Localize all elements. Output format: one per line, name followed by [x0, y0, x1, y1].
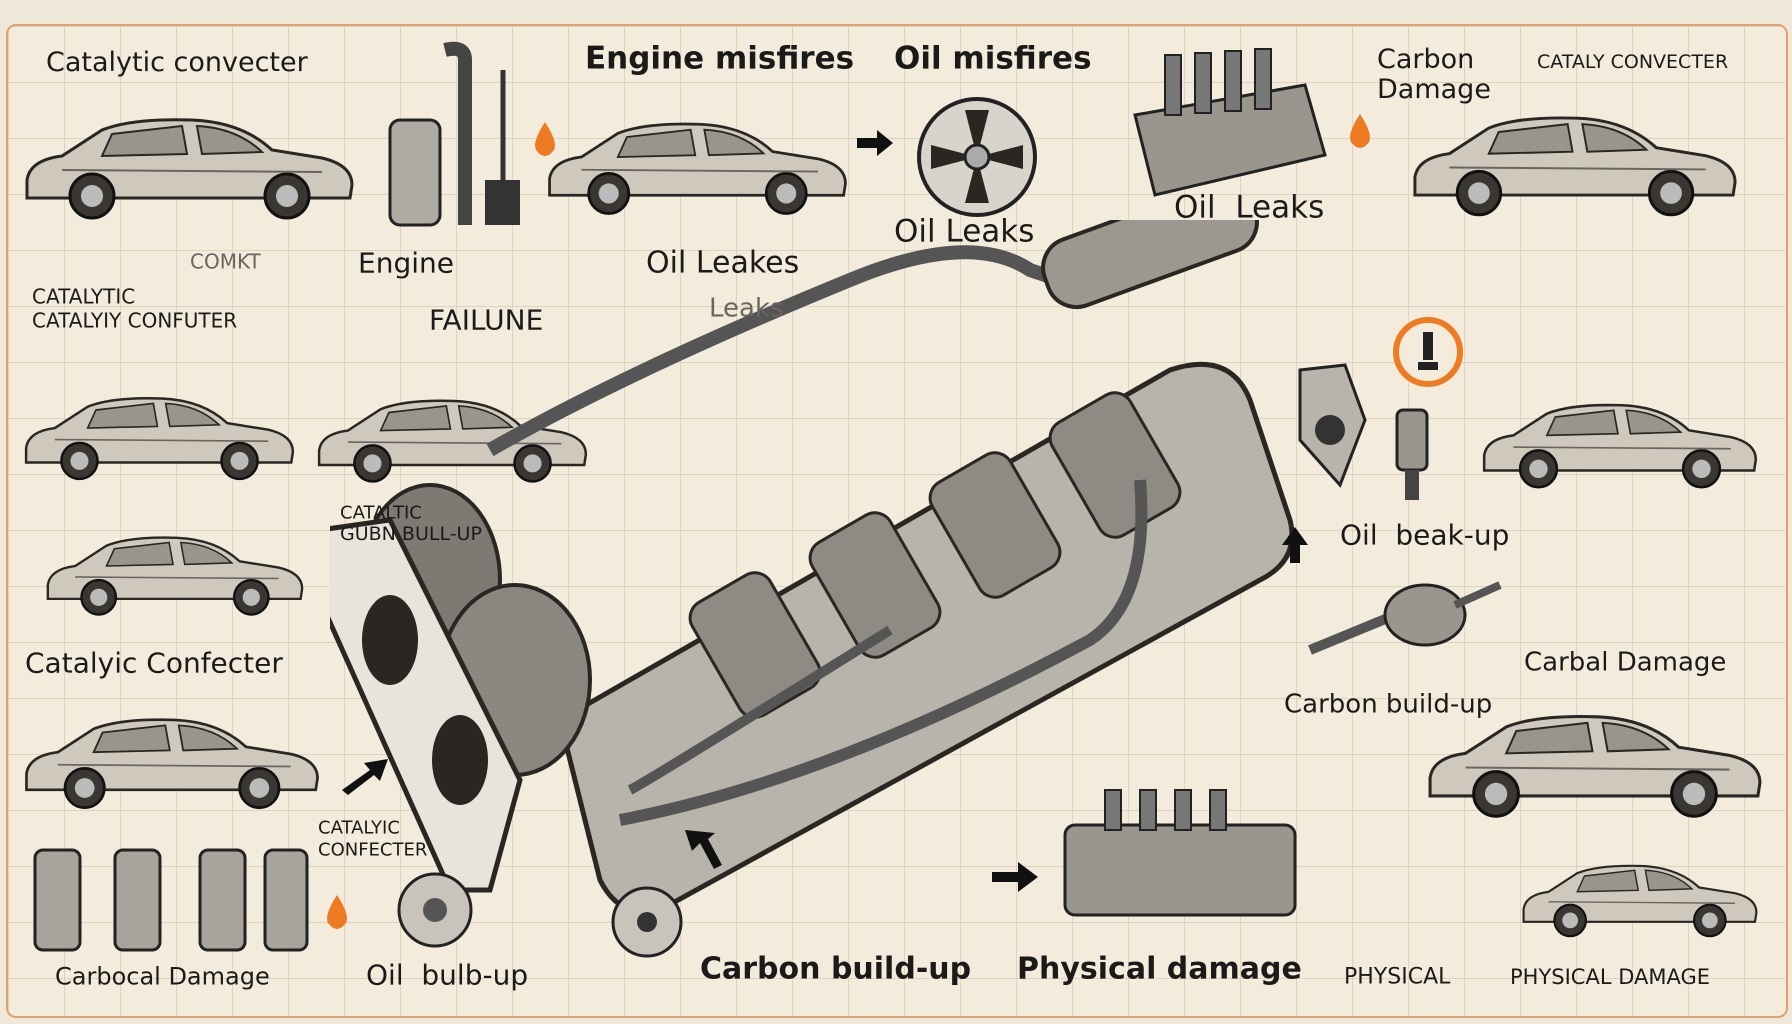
- arrow-icon: [685, 830, 722, 869]
- label-physical-damage: Physical damage: [1017, 951, 1302, 987]
- label-catalytic-convecter: Catalytic convecter: [46, 46, 308, 78]
- label-comkt: COMKT: [190, 249, 261, 274]
- label-oil-misfires: Oil misfires: [894, 40, 1092, 77]
- warning-badge-icon: [1393, 317, 1463, 387]
- label-catalytic: CATALYTIC: [32, 284, 136, 309]
- arrow-icon: [342, 759, 388, 795]
- label-physical: PHYSICAL: [1344, 964, 1451, 990]
- gasket-icon: [1298, 363, 1367, 488]
- car-illustration: [25, 718, 319, 810]
- catalytic-converter-part-icon: [1308, 581, 1502, 655]
- fan-wheel-icon: [917, 97, 1037, 217]
- arrow-right-icon: [857, 130, 893, 156]
- label-cataltic: CATALTIC: [340, 502, 422, 524]
- engine-block-icon: [1063, 789, 1297, 917]
- label-failune: FAILUNE: [429, 303, 544, 337]
- pulley-icon: [397, 872, 473, 948]
- label-gubn-bull-up: GUBN BULL-UP: [340, 523, 482, 546]
- label-carbocal-damage: Carbocal Damage: [55, 962, 270, 991]
- arrow-right-icon: [992, 862, 1038, 892]
- label-oil-leaks: Oil Leaks: [894, 213, 1035, 250]
- exhaust-manifold-illustration: [330, 220, 1295, 915]
- car-wreck-illustration: [46, 536, 304, 616]
- spark-plug-icon: [1395, 408, 1429, 500]
- oil-drop-icon: [1350, 114, 1370, 148]
- label-confecter: CONFECTER: [318, 839, 428, 861]
- label-oil-bulb-up: Oil bulb-up: [366, 958, 529, 992]
- label-oil-beak-up: Oil beak-up: [1340, 518, 1510, 552]
- label-carbon: Carbon: [1377, 43, 1475, 75]
- car-illustration: [1413, 116, 1737, 217]
- label-carbal-damage: Carbal Damage: [1524, 647, 1727, 678]
- car-illustration: [25, 118, 354, 220]
- car-illustration: [1428, 714, 1762, 818]
- canisters-icon: [33, 848, 309, 952]
- engine-block-icon: [1133, 48, 1327, 197]
- car-illustration: [24, 397, 295, 481]
- label-engine-misfires: Engine misfires: [585, 40, 855, 77]
- label-carbon-build-up: Carbon build-up: [1284, 689, 1493, 720]
- label-oil-leaks: Oil Leaks: [1174, 189, 1325, 226]
- label-damage: Damage: [1377, 73, 1491, 105]
- label-catalyic: CATALYIC: [318, 817, 400, 839]
- car-illustration: [1522, 864, 1758, 938]
- label-leaks: Leaks: [709, 293, 784, 324]
- label-engine: Engine: [358, 246, 454, 280]
- label-carbon-build-up: Carbon build-up: [700, 951, 972, 987]
- arrow-up-icon: [1282, 527, 1308, 563]
- label-cataly-convecter: CATALY CONVECTER: [1537, 51, 1729, 74]
- oil-drop-icon: [327, 895, 347, 929]
- bearing-icon: [611, 886, 683, 958]
- label-physical-damage-caps: PHYSICAL DAMAGE: [1510, 964, 1711, 989]
- label-oil-leakes: Oil Leakes: [646, 245, 800, 281]
- oil-drop-icon: [535, 122, 555, 156]
- car-illustration: [1482, 403, 1758, 489]
- exhaust-pipe-and-tank-icon: [388, 41, 520, 227]
- label-catalyiy-confuter: CATALYIY CONFUTER: [32, 308, 238, 333]
- car-illustration: [548, 122, 847, 215]
- label-catalyic-confecter: Catalyic Confecter: [25, 646, 283, 680]
